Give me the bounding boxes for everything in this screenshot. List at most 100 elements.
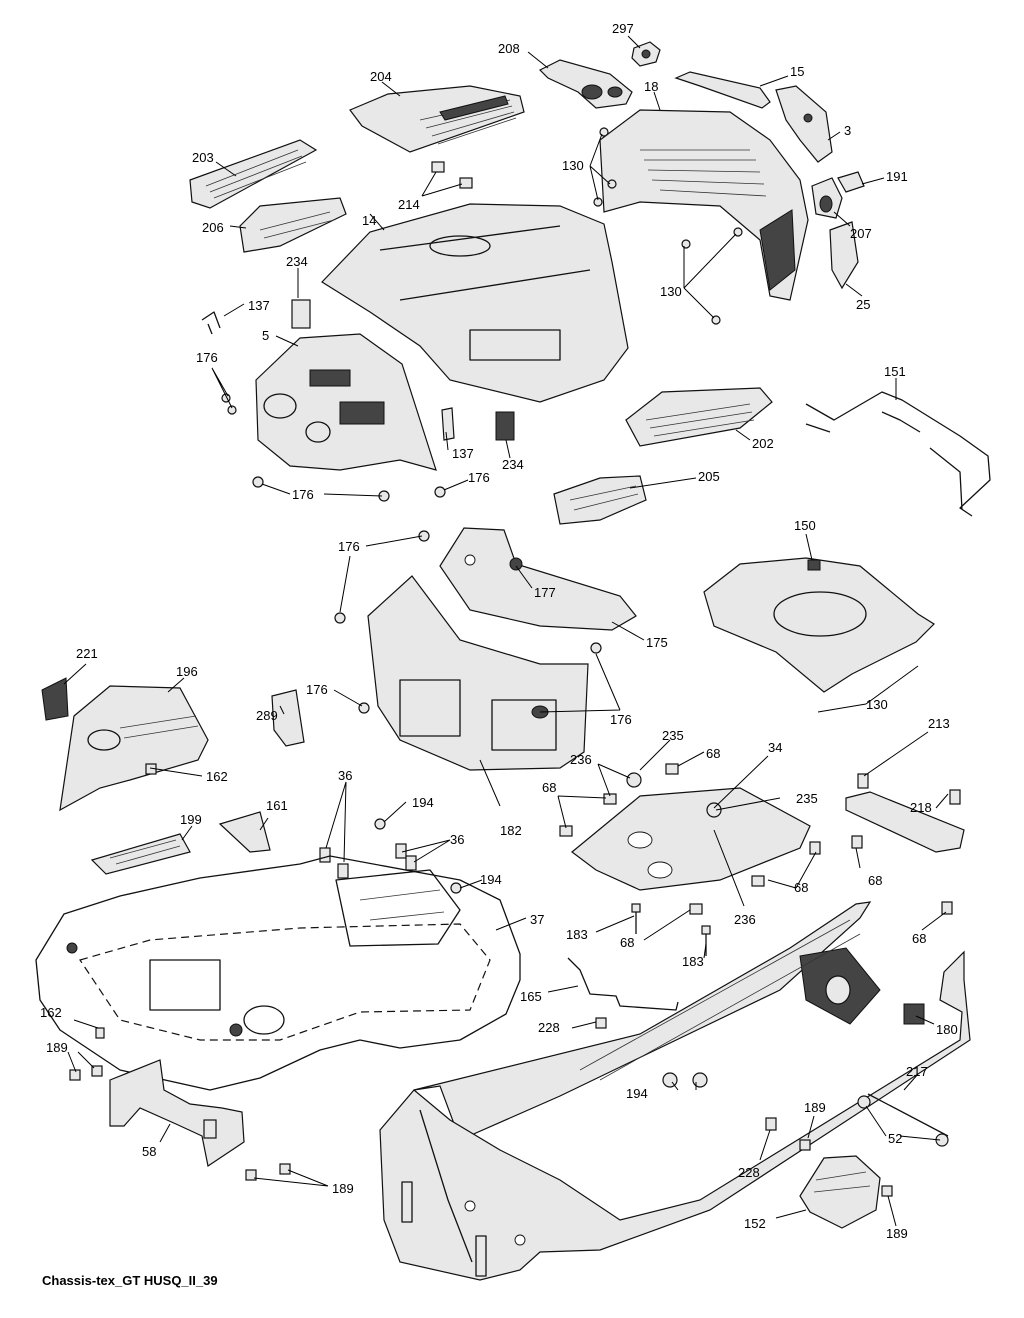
callout-5: 5 xyxy=(262,328,269,343)
callout-228-upper: 228 xyxy=(538,1020,560,1035)
callout-68-right: 68 xyxy=(868,873,882,888)
callout-130-mid: 130 xyxy=(660,284,682,299)
callout-217: 217 xyxy=(906,1064,928,1079)
part-15 xyxy=(674,71,771,109)
callout-183-left: 183 xyxy=(566,927,588,942)
callout-161: 161 xyxy=(266,798,288,813)
part-199 xyxy=(90,833,191,875)
callout-218: 218 xyxy=(910,800,932,815)
callout-176-left: 176 xyxy=(196,350,218,365)
callout-196: 196 xyxy=(176,664,198,679)
part-217-52 xyxy=(857,1093,949,1147)
callout-228-lower: 228 xyxy=(738,1165,760,1180)
callout-194-lower: 194 xyxy=(626,1086,648,1101)
callout-182: 182 xyxy=(500,823,522,838)
callout-203: 203 xyxy=(192,150,214,165)
callout-208: 208 xyxy=(498,41,520,56)
callout-18: 18 xyxy=(644,79,658,94)
callout-204: 204 xyxy=(370,69,392,84)
callout-175: 175 xyxy=(646,635,668,650)
callout-206: 206 xyxy=(202,220,224,235)
part-204 xyxy=(349,85,525,153)
callout-176-console: 176 xyxy=(306,682,328,697)
part-228 xyxy=(595,1017,777,1131)
callout-68-plate: 68 xyxy=(794,880,808,895)
callout-labels: 297 208 204 15 18 3 203 130 214 191 207 … xyxy=(40,21,958,1241)
callout-189-right-lower: 189 xyxy=(886,1226,908,1241)
part-68-bolts xyxy=(559,763,953,915)
callout-236-upper: 236 xyxy=(570,752,592,767)
part-196 xyxy=(59,685,209,812)
part-191 xyxy=(837,171,865,193)
callout-176-upper: 176 xyxy=(338,539,360,554)
callout-234-upper: 234 xyxy=(286,254,308,269)
callout-180: 180 xyxy=(936,1022,958,1037)
callout-162-lower: 162 xyxy=(40,1005,62,1020)
callout-177: 177 xyxy=(534,585,556,600)
callout-176-right: 176 xyxy=(610,712,632,727)
callout-176-mid: 176 xyxy=(468,470,490,485)
callout-235-upper: 235 xyxy=(662,728,684,743)
callout-202: 202 xyxy=(752,436,774,451)
callout-36-lower: 36 xyxy=(450,832,464,847)
callout-176-bottom: 176 xyxy=(292,487,314,502)
callout-3: 3 xyxy=(844,123,851,138)
callout-191: 191 xyxy=(886,169,908,184)
callout-162-upper: 162 xyxy=(206,769,228,784)
part-182 xyxy=(367,575,589,771)
part-202 xyxy=(625,387,773,447)
part-137 xyxy=(201,311,455,441)
callout-235-lower: 235 xyxy=(796,791,818,806)
callout-14: 14 xyxy=(362,213,376,228)
callout-68-left: 68 xyxy=(542,780,556,795)
callout-194-upper: 194 xyxy=(412,795,434,810)
part-18 xyxy=(599,109,809,301)
callout-189-right-upper: 189 xyxy=(804,1100,826,1115)
part-37 xyxy=(35,855,521,1091)
callout-15: 15 xyxy=(790,64,804,79)
part-152 xyxy=(799,1155,881,1229)
part-165 xyxy=(567,957,679,1011)
callout-234-lower: 234 xyxy=(502,457,524,472)
diagram-caption: Chassis-tex_GT HUSQ_II_39 xyxy=(42,1273,218,1288)
part-14 xyxy=(321,203,629,403)
part-297 xyxy=(631,41,661,67)
callout-165: 165 xyxy=(520,989,542,1004)
part-151 xyxy=(805,391,991,517)
callout-52: 52 xyxy=(888,1131,902,1146)
part-5 xyxy=(255,333,437,471)
callout-58: 58 xyxy=(142,1144,156,1159)
callout-150: 150 xyxy=(794,518,816,533)
part-34 xyxy=(571,772,811,891)
part-3 xyxy=(775,85,833,163)
callout-214: 214 xyxy=(398,197,420,212)
callout-199: 199 xyxy=(180,812,202,827)
part-289 xyxy=(271,689,305,747)
callout-68-far: 68 xyxy=(912,931,926,946)
callout-289: 289 xyxy=(256,708,278,723)
callout-68-upper: 68 xyxy=(706,746,720,761)
callout-189-bottom: 189 xyxy=(332,1181,354,1196)
part-25 xyxy=(829,221,859,290)
callout-194-mid: 194 xyxy=(480,872,502,887)
callout-183-right: 183 xyxy=(682,954,704,969)
part-203 xyxy=(189,139,318,209)
callout-236-lower: 236 xyxy=(734,912,756,927)
part-207 xyxy=(811,177,843,219)
part-150 xyxy=(703,557,935,693)
callout-34: 34 xyxy=(768,740,782,755)
part-161 xyxy=(218,811,271,853)
part-58 xyxy=(109,1059,245,1167)
part-234 xyxy=(291,299,515,441)
callout-130-upper: 130 xyxy=(562,158,584,173)
part-214 xyxy=(431,161,473,189)
leader-lines xyxy=(63,35,949,1227)
callout-213: 213 xyxy=(928,716,950,731)
callout-152: 152 xyxy=(744,1216,766,1231)
callout-36-upper: 36 xyxy=(338,768,352,783)
callout-68-lower: 68 xyxy=(620,935,634,950)
callout-25: 25 xyxy=(856,297,870,312)
part-208 xyxy=(538,59,633,109)
part-180 xyxy=(379,901,971,1281)
callout-207: 207 xyxy=(850,226,872,241)
